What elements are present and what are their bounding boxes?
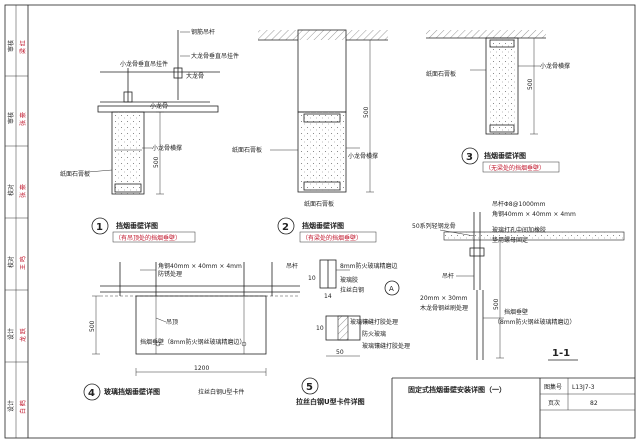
detail1-label-sub-hanger: 小龙骨垂直吊挂件 (120, 60, 168, 68)
detail5-front-clip (337, 315, 349, 341)
detail5-num: 5 (306, 382, 313, 393)
detail3-circle (461, 147, 479, 165)
detail2-num: 2 (282, 222, 289, 233)
detail3-num: 3 (466, 152, 473, 163)
detail1-label-brace: 小龙骨横撑 (152, 144, 182, 152)
detail4-label-ceiling: 吊顶 (166, 319, 178, 326)
detail4-label-rust: 防锈处理 (158, 270, 182, 278)
detail1-circle (91, 217, 109, 235)
detail3-label-brace: 小龙骨横撑 (540, 62, 570, 70)
detail2-subtitle: （有梁处的挡烟垂壁） (302, 234, 362, 242)
detail2-dim: 500 (363, 106, 370, 118)
detail2-label-board: 纸面石膏板 (232, 146, 262, 154)
titleblock-atlas-value: L13J7-3 (572, 384, 595, 391)
detail3-label-board: 纸面石膏板 (426, 70, 456, 78)
detail5-d10b: 10 (316, 325, 324, 332)
detail5-label-fire: 防火玻璃 (362, 330, 386, 338)
detail4-label-angle: 角钢40mm × 40mm × 4mm (158, 262, 242, 270)
detail2-circle (277, 217, 295, 235)
section11-label-guard: 挡烟垂壁 (504, 308, 528, 316)
detail4-glass-panel (135, 295, 267, 355)
detail5-label-grind: 玻璃镶缝打胶处理 (350, 318, 398, 326)
sidebar-sign-4: 王 鸣 (19, 256, 27, 270)
sidebar-role-3: 校对 (7, 184, 15, 196)
titleblock-atlas-label: 图集号 (544, 383, 562, 391)
section11-label-rod: 吊杆Φ8@1000mm (492, 200, 546, 208)
sheet-border (4, 4, 636, 439)
detail5-label-gasket: 玻璃胶 (340, 276, 358, 284)
detail1-label-main-keel: 大龙骨 (186, 72, 204, 80)
detail1-label-sub-keel: 小龙骨 (150, 102, 168, 110)
sidebar-role-4: 校对 (7, 256, 15, 268)
sidebar-sign-3: 张 豪 (19, 184, 27, 198)
sidebar-role-5: 设计 (7, 328, 15, 340)
section-1-1: 500 50系列轻钢龙骨 吊杆Φ8@1000mm 角钢40mm × 40mm ×… (412, 200, 625, 361)
detail1-label-main-hanger: 大龙骨垂直吊挂件 (191, 52, 239, 60)
detail5-callout-circle (384, 280, 400, 296)
detail1-title: 挡烟垂壁详图 (116, 221, 158, 230)
detail1-dim: 500 (153, 156, 160, 168)
detail1-label-board: 纸面石膏板 (60, 170, 90, 178)
detail1-label-hanger-rod: 钢筋吊杆 (191, 28, 215, 36)
detail5-label-edge: 8mm防火玻璃精磨边 (340, 262, 398, 270)
detail-1: 500 钢筋吊杆 大龙骨垂直吊挂件 小龙骨垂直吊挂件 大龙骨 小龙骨 小龙骨横撑… (60, 28, 239, 243)
detail5-label-plate: 玻璃镶缝打胶处理 (362, 342, 410, 350)
detail4-dim-h: 500 (89, 320, 96, 332)
detail2-label-board2: 纸面石膏板 (304, 200, 334, 208)
detail3-title: 挡烟垂壁详图 (484, 151, 526, 160)
section11-label-keel: 50系列轻钢龙骨 (412, 222, 456, 230)
detail5-label-steel: 拉丝白钢 (340, 286, 364, 294)
detail5-d10: 10 (308, 275, 316, 282)
section11-label-glass: （8mm防火钢丝玻璃精磨边） (494, 318, 576, 326)
title-block: 固定式挡烟垂壁安装详图（一） 图集号 L13J7-3 页次 82 (391, 377, 635, 438)
titleblock-title: 固定式挡烟垂壁安装详图（一） (408, 385, 506, 394)
sidebar-sign-5: 龙 跃 (19, 328, 27, 342)
detail5-d14: 14 (324, 293, 332, 300)
sidebar-sign-6: 白 鹤 (19, 400, 27, 414)
detail-5: 8mm防火玻璃精磨边 玻璃胶 拉丝白钢 10 14 A 玻璃镶缝打胶处理 防火玻… (296, 259, 410, 406)
detail5-callout: A (389, 285, 394, 293)
detail1-num: 1 (96, 222, 103, 233)
detail4-label-hanger: 吊杆 (286, 262, 298, 270)
sidebar-sign-2: 张 豪 (19, 112, 27, 126)
titleblock-page-label: 页次 (548, 399, 560, 407)
detail4-label-clip: 拉丝白钢U型卡件 (198, 388, 244, 396)
detail-4: 500 1200 角钢40mm × 40mm × 4mm 防锈处理 吊杆 吊顶 … (83, 262, 300, 401)
detail4-circle (83, 383, 101, 401)
detail4-label-glass: 挡烟垂壁（8mm防火钢丝玻璃精磨边） (140, 338, 246, 346)
detail5-circle (301, 377, 319, 395)
titleblock-page-value: 82 (590, 400, 598, 407)
section11-dim: 500 (493, 298, 500, 310)
section11-label-drill: 玻璃打孔中间加橡胶 (492, 226, 546, 234)
sidebar-role-2: 审核 (7, 112, 15, 124)
detail4-num: 4 (88, 388, 95, 399)
detail-2: 500 纸面石膏板 小龙骨横撑 纸面石膏板 2 挡烟垂壁详图 （有梁处的挡烟垂壁… (232, 29, 388, 243)
detail-3: 500 纸面石膏板 小龙骨横撑 3 挡烟垂壁详图 （无梁处的挡烟垂壁） (426, 30, 570, 173)
detail4-dim-w: 1200 (194, 365, 209, 372)
section11-label-angle: 角钢40mm × 40mm × 4mm (492, 210, 576, 218)
detail5-d50: 50 (336, 349, 344, 356)
detail3-subtitle: （无梁处的挡烟垂壁） (485, 164, 545, 172)
section11-label-wood: 木龙骨钢丝刷处理 (420, 304, 468, 312)
section11-label-hanger: 吊杆 (442, 272, 454, 280)
section11-title: 1-1 (552, 348, 570, 359)
detail1-subtitle: （有吊顶处的挡烟垂壁） (115, 234, 181, 242)
detail2-label-brace: 小龙骨横撑 (348, 152, 378, 160)
section11-label-clip: 20mm × 30mm (420, 295, 468, 302)
section11-label-bolt: 垫用螺母固定 (492, 236, 528, 244)
detail2-beam (297, 29, 347, 113)
detail3-dim: 500 (527, 78, 534, 90)
sidebar-sign-1: 梁 红 (19, 40, 27, 54)
detail1-subtitle-box (112, 231, 196, 243)
sidebar-role-6: 设计 (7, 400, 15, 412)
detail4-title: 玻璃挡烟垂壁详图 (104, 387, 160, 396)
detail5-title: 拉丝白钢U型卡件详图 (296, 397, 365, 406)
sidebar-role-1: 审核 (7, 40, 15, 52)
signature-strip: 审核 梁 红 审核 张 豪 校对 张 豪 校对 王 鸣 设计 龙 跃 设计 白 … (5, 5, 28, 438)
detail2-title: 挡烟垂壁详图 (302, 221, 344, 230)
